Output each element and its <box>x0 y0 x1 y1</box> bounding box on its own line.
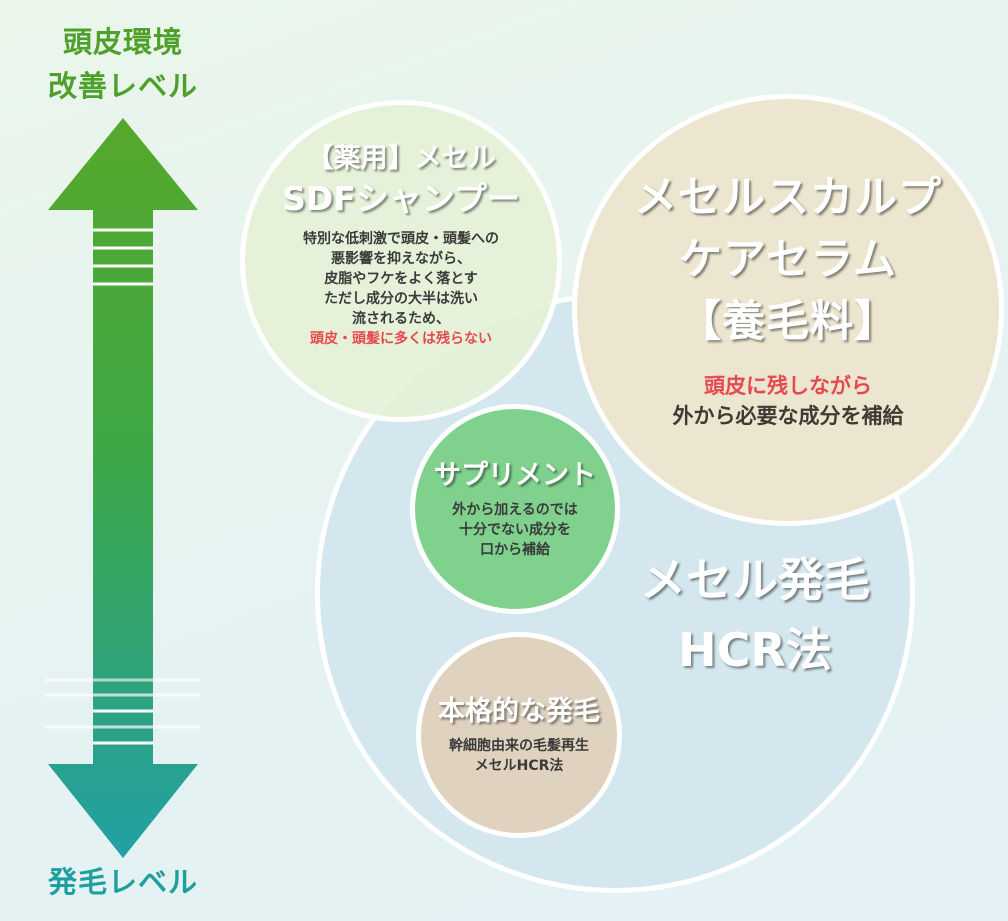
serum-circle: メセルスカルプ ケアセラム 【養毛料】 頭皮に残しながら 外から必要な成分を補給 <box>572 94 1004 526</box>
shampoo-desc-highlight: 頭皮・頭髪に多くは残らない <box>310 331 492 347</box>
hair-growth-description: 幹細胞由来の毛髪再生 メセルHCR法 <box>449 736 589 776</box>
supplement-desc-line: 外から加えるのでは <box>452 502 578 518</box>
hair-growth-level-label: 発毛レベル <box>47 865 198 899</box>
supplement-circle: サプリメント 外から加えるのでは 十分でない成分を 口から補給 <box>410 404 620 614</box>
scalp-level-label-line1: 頭皮環境 <box>62 25 183 59</box>
hair-growth-title: 本格的な発毛 <box>438 696 600 727</box>
serum-title-line2: ケアセラム <box>679 235 897 285</box>
shampoo-desc-line: 悪影響を抑えながら、 <box>331 251 471 267</box>
arrow-shape <box>48 118 198 858</box>
scalp-level-label: 頭皮環境 改善レベル <box>0 20 246 108</box>
hcr-method-line1: メセル発毛 <box>640 553 870 607</box>
hair-growth-circle: 本格的な発毛 幹細胞由来の毛髪再生 メセルHCR法 <box>416 632 622 838</box>
supplement-description: 外から加えるのでは 十分でない成分を 口から補給 <box>452 500 578 560</box>
serum-subtext: 外から必要な成分を補給 <box>672 404 904 428</box>
supplement-desc-line: 十分でない成分を <box>459 522 571 538</box>
hair-growth-desc-line: メセルHCR法 <box>474 758 564 774</box>
shampoo-circle: 【薬用】メセル SDFシャンプー 特別な低刺激で頭皮・頭髪への 悪影響を抑えなが… <box>240 100 562 422</box>
shampoo-title-line1: 【薬用】メセル <box>306 143 496 174</box>
shampoo-title-line2: SDFシャンプー <box>282 179 520 218</box>
serum-highlight: 頭皮に残しながら <box>704 374 872 398</box>
arrow-stripes-bottom <box>45 678 201 745</box>
supplement-title: サプリメント <box>434 460 596 491</box>
supplement-desc-line: 口から補給 <box>480 542 550 558</box>
shampoo-desc-line: 皮脂やフケをよく落とす <box>324 271 478 287</box>
serum-title-line3: 【養毛料】 <box>678 297 898 347</box>
shampoo-desc-line: ただし成分の大半は洗い <box>324 291 478 307</box>
shampoo-desc-line: 特別な低刺激で頭皮・頭髪への <box>303 231 499 247</box>
hcr-method-label: メセル発毛 HCR法 <box>605 545 905 685</box>
scalp-level-label-line2: 改善レベル <box>47 69 198 103</box>
hair-growth-desc-line: 幹細胞由来の毛髪再生 <box>449 738 589 754</box>
serum-title-line1: メセルスカルプ <box>634 173 942 223</box>
shampoo-description: 特別な低刺激で頭皮・頭髪への 悪影響を抑えながら、 皮脂やフケをよく落とす ただ… <box>303 229 499 349</box>
hcr-method-line2: HCR法 <box>678 623 832 677</box>
level-double-arrow <box>45 118 201 858</box>
arrow-stripes-top <box>93 228 153 286</box>
shampoo-desc-line: 流されるため、 <box>352 311 450 327</box>
